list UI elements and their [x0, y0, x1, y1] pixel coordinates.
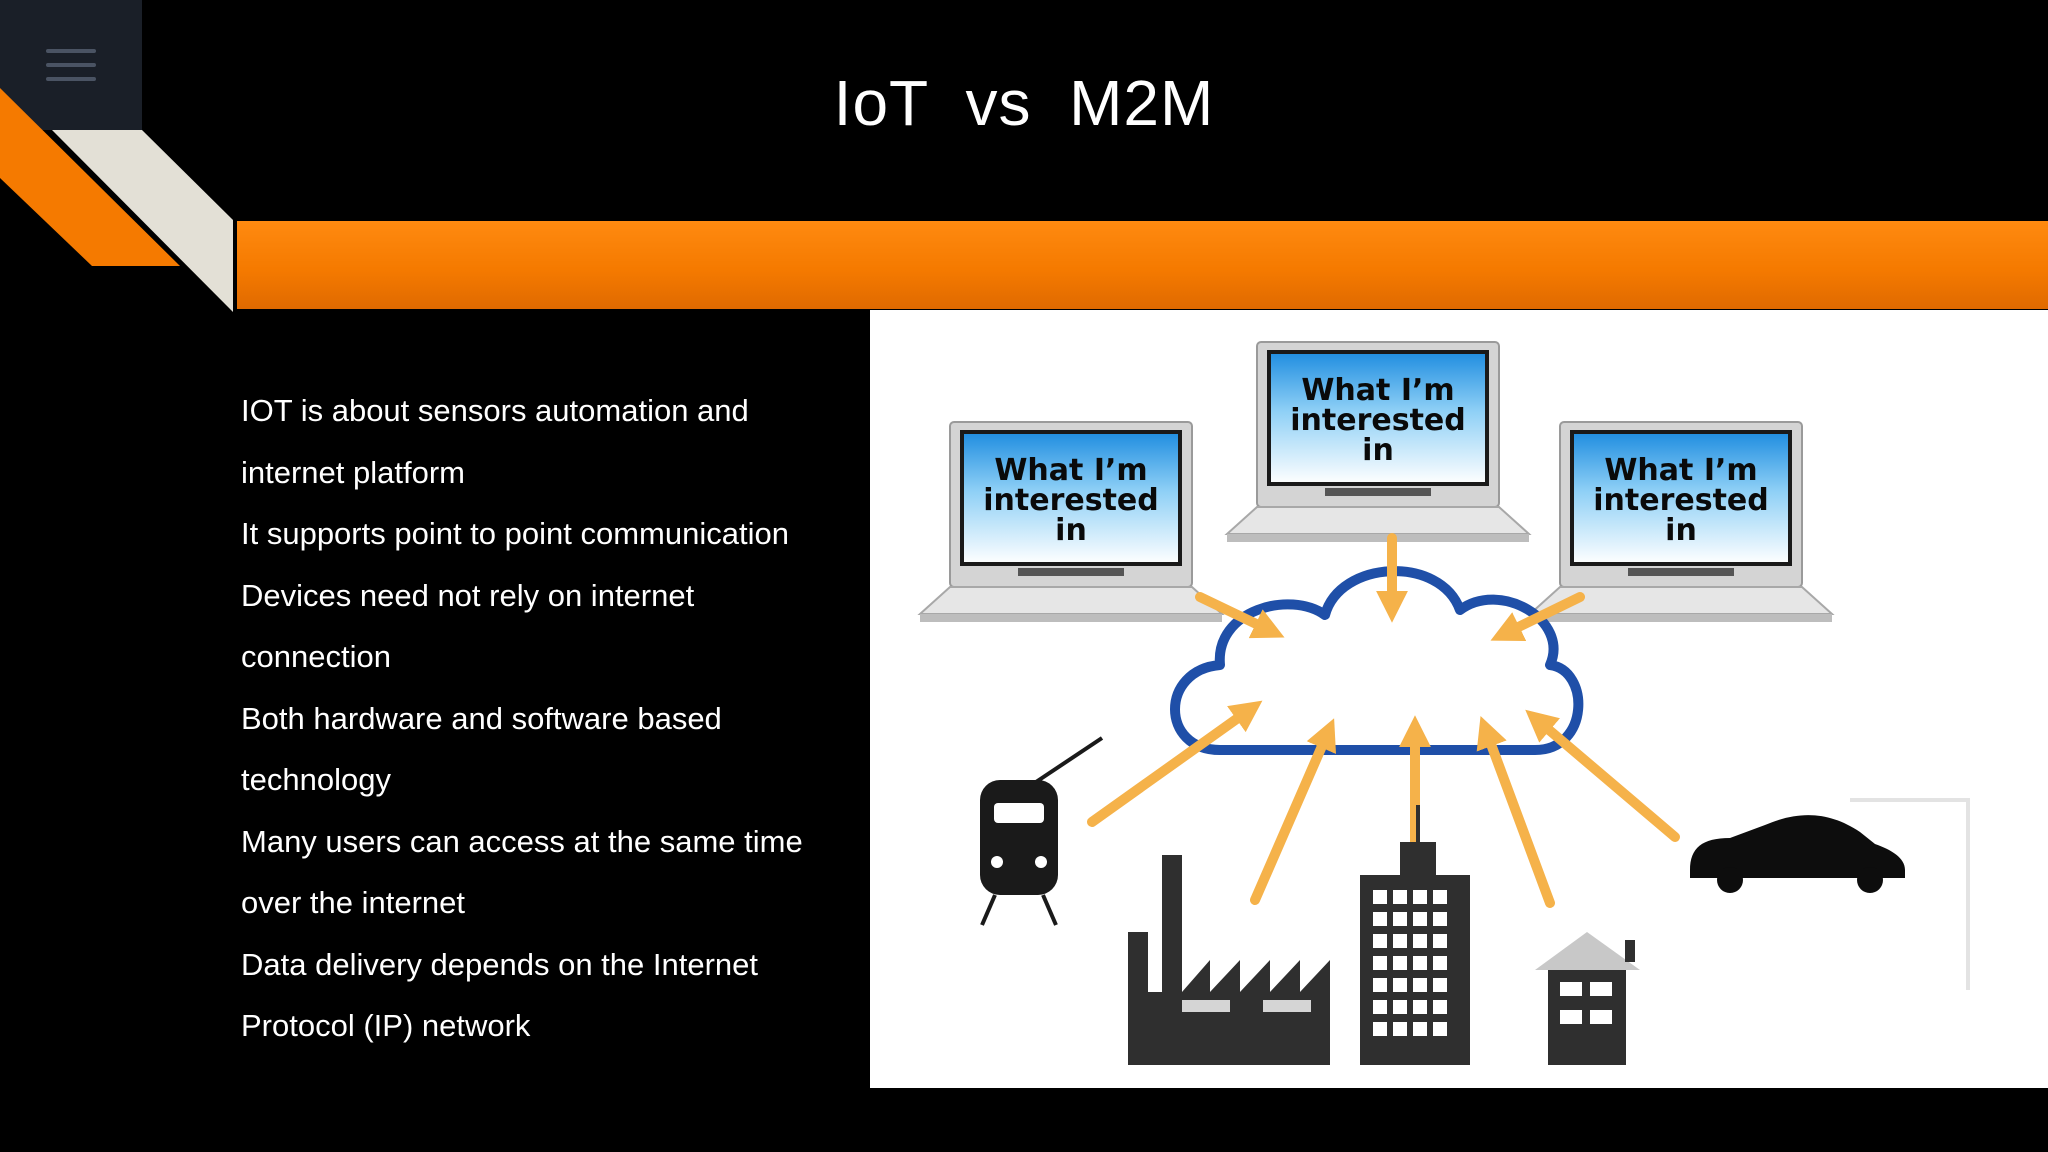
laptop-caption-line2: interested: [1290, 403, 1466, 438]
car-icon: [1690, 815, 1905, 893]
hamburger-menu-icon: [46, 49, 96, 81]
laptop-caption-line1: What I’m: [1301, 373, 1454, 408]
corner-decoration: [0, 88, 233, 312]
factory-icon: [1128, 855, 1330, 1065]
title-underline-band: [237, 221, 2048, 309]
menu-button[interactable]: [0, 0, 142, 130]
bullet-line: Devices need not rely on internet: [241, 577, 695, 613]
laptop-icon: What I’m interested in: [917, 421, 1225, 622]
bullet-line: It supports point to point communication: [241, 516, 789, 551]
corner-orange-stripe: [0, 88, 180, 266]
bullet-line: technology: [241, 762, 391, 797]
laptop-caption-line3: in: [1665, 513, 1697, 548]
bullet-line: Protocol (IP) network: [241, 1008, 531, 1043]
frame-line: [1850, 798, 1970, 990]
house-icon: [1535, 932, 1640, 1065]
iot-diagram: What I’m interested in What I’m interest…: [870, 310, 2048, 1088]
laptop-caption-line2: interested: [1593, 483, 1769, 518]
bullet-list: IOT is about sensors automation and inte…: [241, 380, 861, 1057]
laptop-caption-line1: What I’m: [1604, 453, 1757, 488]
laptop-caption-line3: in: [1362, 433, 1394, 468]
train-icon: [980, 736, 1104, 926]
building-icon: [1360, 805, 1470, 1065]
bullet-line: Many users can access at the same time: [241, 823, 803, 859]
bullet-line: connection: [241, 639, 391, 674]
bullet-line: Data delivery depends on the Internet: [241, 946, 759, 982]
bullet-line: internet platform: [241, 454, 465, 490]
laptop-icon: What I’m interested in: [1224, 341, 1532, 542]
bullet-line: over the internet: [241, 885, 466, 920]
bullet-line: IOT is about sensors automation and: [241, 393, 749, 428]
laptop-caption-line2: interested: [983, 483, 1159, 518]
laptop-caption-line3: in: [1055, 513, 1087, 548]
bullet-line: Both hardware and software based: [241, 700, 722, 736]
corner-cream-stripe: [52, 130, 233, 312]
slide-title: IoT vs M2M: [833, 67, 1215, 139]
laptop-icon: What I’m interested in: [1527, 421, 1835, 622]
laptop-caption-line1: What I’m: [994, 453, 1147, 488]
